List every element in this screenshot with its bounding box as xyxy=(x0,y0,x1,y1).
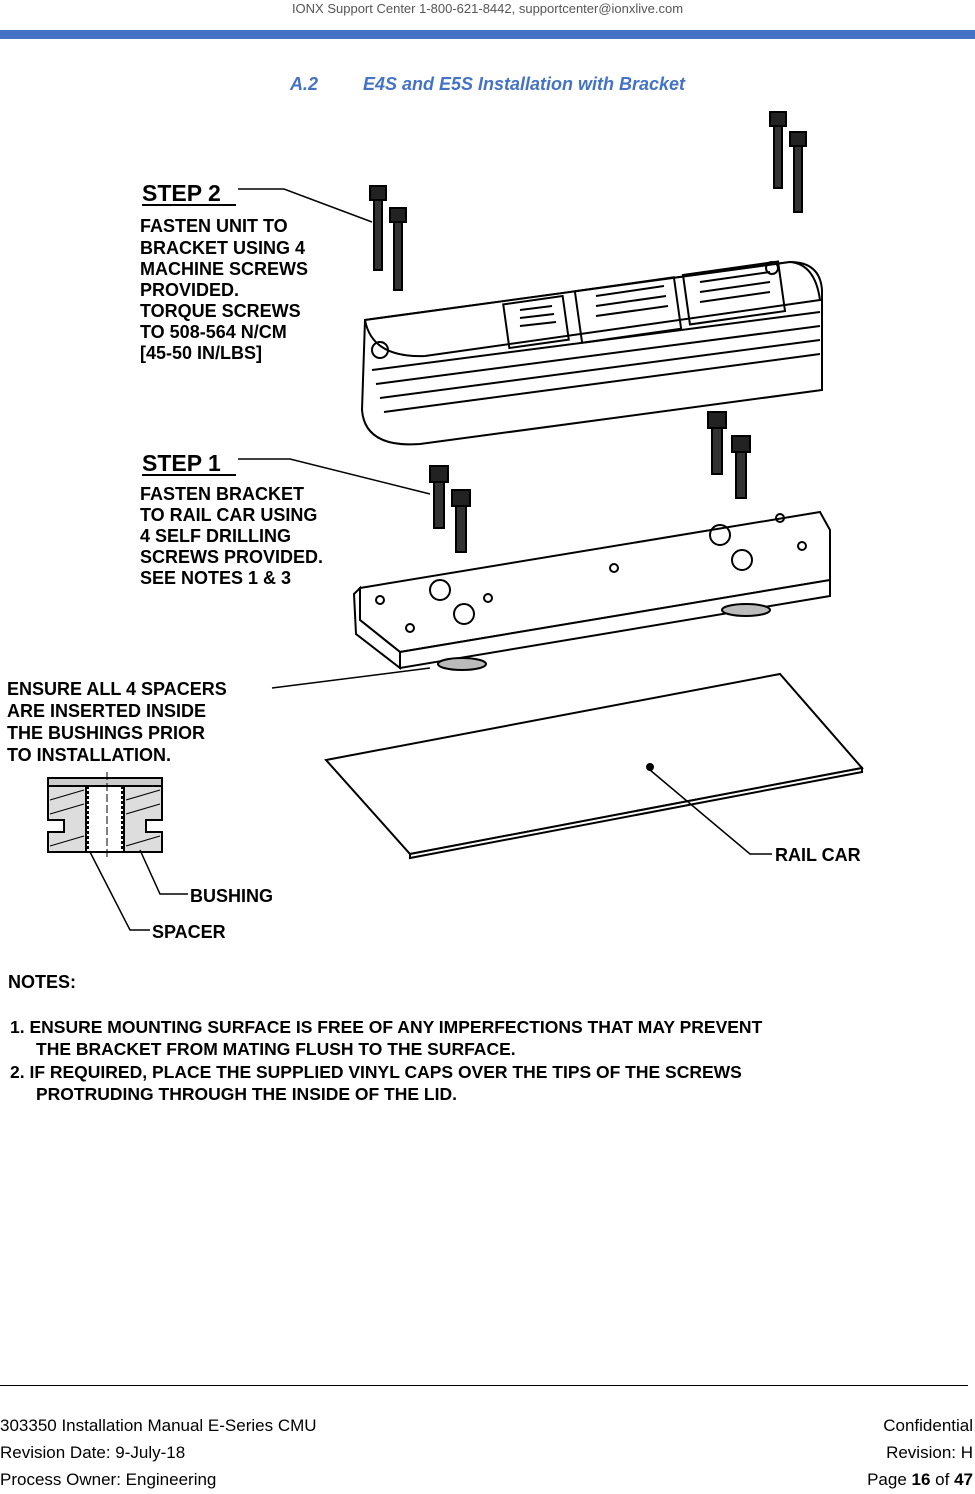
step1-line: TO RAIL CAR USING xyxy=(140,505,317,525)
step2-line: TORQUE SCREWS xyxy=(140,301,301,321)
note-item-1: 1. ENSURE MOUNTING SURFACE IS FREE OF AN… xyxy=(10,1017,763,1037)
section-heading: A.2 E4S and E5S Installation with Bracket xyxy=(0,74,975,95)
bushing-label: BUSHING xyxy=(190,886,273,906)
leader-lines xyxy=(89,188,772,931)
step2-line: BRACKET USING 4 xyxy=(140,238,305,258)
step1-heading: STEP 1 xyxy=(142,450,221,476)
step2-line: [45-50 IN/LBS] xyxy=(140,343,262,363)
spacer-label: SPACER xyxy=(152,922,226,942)
footer-revision-date: Revision Date: 9-July-18 xyxy=(0,1443,186,1462)
step2-callout: STEP 2 FASTEN UNIT TO BRACKET USING 4 MA… xyxy=(140,180,308,363)
machine-screws-left xyxy=(369,185,407,291)
machine-screws-right xyxy=(769,111,807,213)
step2-line: FASTEN UNIT TO xyxy=(140,216,288,236)
section-title: E4S and E5S Installation with Bracket xyxy=(362,74,686,94)
step1-callout: STEP 1 FASTEN BRACKET TO RAIL CAR USING … xyxy=(140,450,323,588)
mounting-bracket xyxy=(352,510,831,671)
self-drilling-screws xyxy=(429,411,751,553)
page-current: 16 xyxy=(911,1470,931,1489)
note-item-2-cont: PROTRUDING THROUGH THE INSIDE OF THE LID… xyxy=(36,1084,457,1104)
step2-heading: STEP 2 xyxy=(142,180,221,206)
support-contact-line: IONX Support Center 1-800-621-8442, supp… xyxy=(291,1,684,16)
spacers-line: ENSURE ALL 4 SPACERS xyxy=(7,679,227,699)
spacers-callout: ENSURE ALL 4 SPACERS ARE INSERTED INSIDE… xyxy=(7,679,227,765)
step1-line: FASTEN BRACKET xyxy=(140,484,304,504)
step1-line: 4 SELF DRILLING xyxy=(140,526,291,546)
bushing-detail xyxy=(47,772,163,858)
footer-classification: Confidential xyxy=(883,1416,973,1435)
footer-rule xyxy=(0,1385,968,1386)
rail-car-label: RAIL CAR xyxy=(775,845,861,865)
step2-line: MACHINE SCREWS xyxy=(140,259,308,279)
note-item-2: 2. IF REQUIRED, PLACE THE SUPPLIED VINYL… xyxy=(10,1062,742,1082)
section-number: A.2 xyxy=(289,74,318,94)
step2-line: TO 508-564 N/CM xyxy=(140,322,287,342)
footer-page-number: Page 16 of 47 xyxy=(867,1467,973,1492)
footer-revision: Revision: H xyxy=(886,1443,973,1462)
step1-line: SEE NOTES 1 & 3 xyxy=(140,568,291,588)
rail-car-plate xyxy=(324,672,864,860)
footer-document: 303350 Installation Manual E-Series CMU xyxy=(0,1416,317,1435)
page-of: of xyxy=(930,1470,955,1489)
cmu-unit xyxy=(360,260,823,446)
step1-line: SCREWS PROVIDED. xyxy=(140,547,323,567)
notes-block: NOTES: 1. ENSURE MOUNTING SURFACE IS FRE… xyxy=(8,972,763,1104)
footer-owner: Process Owner: Engineering xyxy=(0,1470,217,1489)
header-accent-bar xyxy=(0,30,975,39)
spacers-line: THE BUSHINGS PRIOR xyxy=(7,723,205,743)
page-total: 47 xyxy=(954,1470,973,1489)
step2-line: PROVIDED. xyxy=(140,280,239,300)
spacers-line: ARE INSERTED INSIDE xyxy=(7,701,206,721)
notes-heading: NOTES: xyxy=(8,972,76,992)
spacers-line: TO INSTALLATION. xyxy=(7,745,171,765)
note-item-1-cont: THE BRACKET FROM MATING FLUSH TO THE SUR… xyxy=(36,1039,516,1059)
page-prefix: Page xyxy=(867,1470,912,1489)
